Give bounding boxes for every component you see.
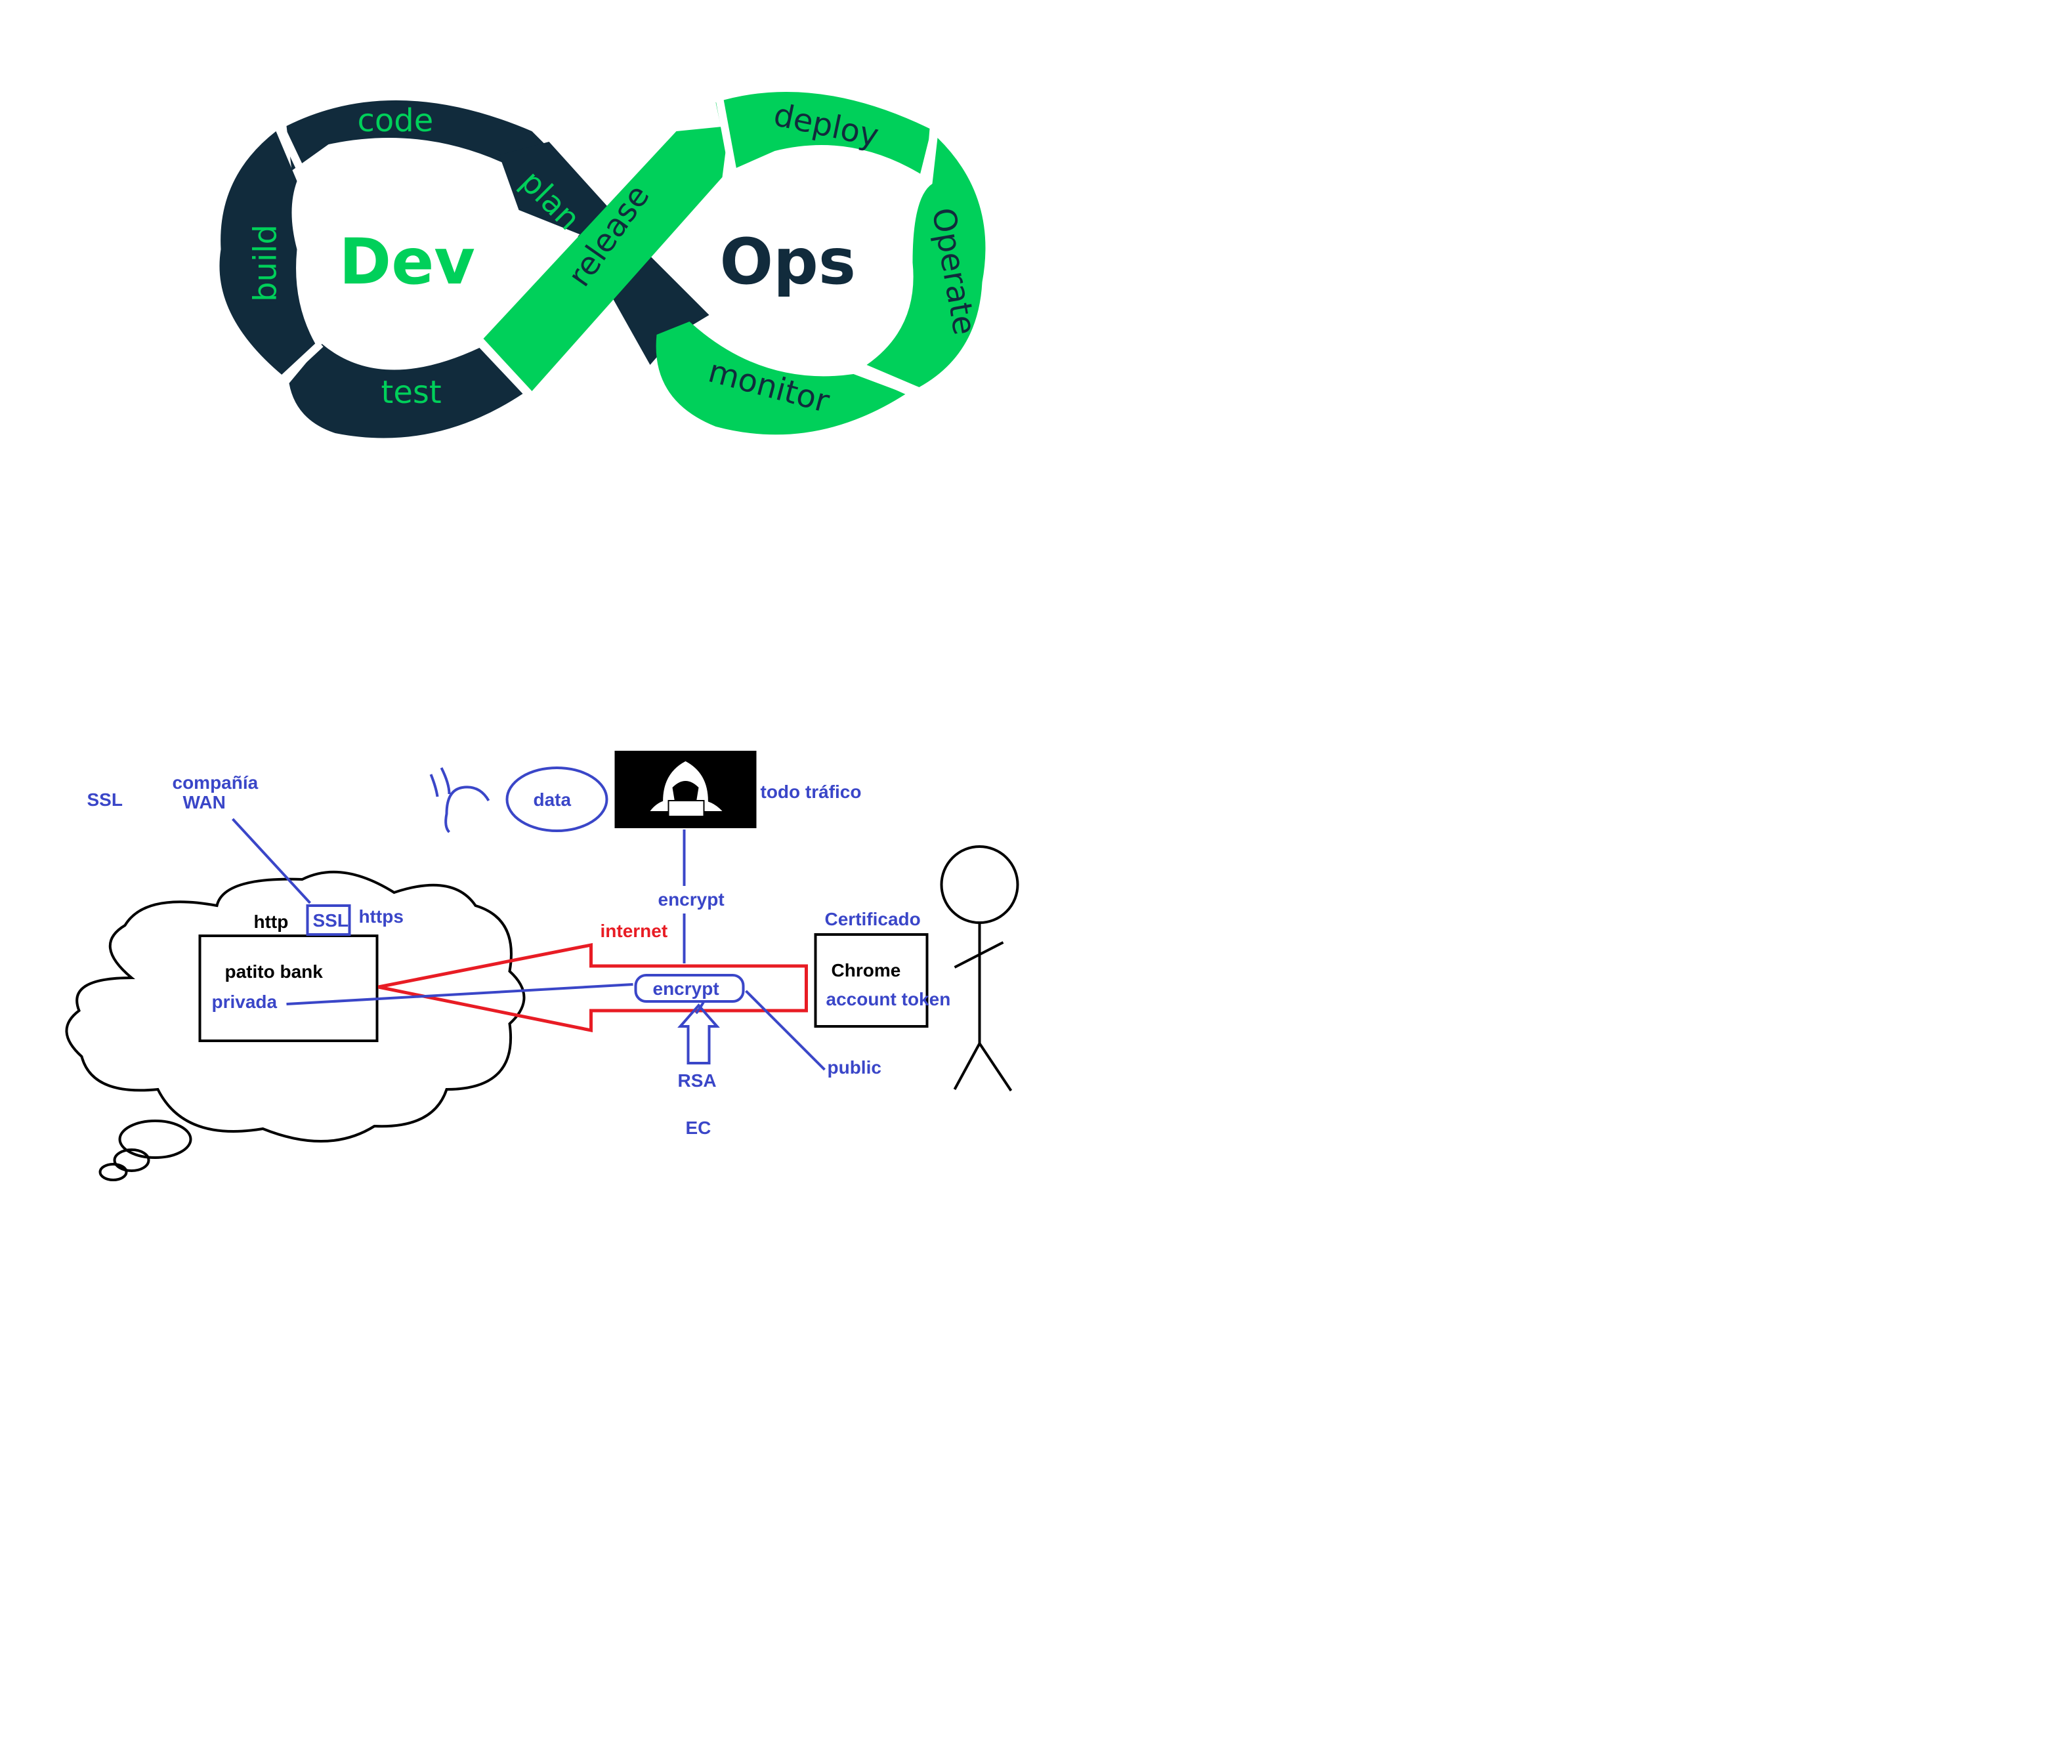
blue-lines <box>232 766 826 1071</box>
figure-arms <box>954 941 1004 969</box>
ops-word: Ops <box>720 225 856 299</box>
cloud-bubble <box>113 1148 150 1172</box>
test-segment <box>289 344 523 438</box>
hacker-laptop <box>667 800 705 817</box>
bank-box <box>198 934 379 1042</box>
encrypt-top-label: encrypt <box>658 889 725 910</box>
encrypt-pill-label: encrypt <box>653 978 719 999</box>
traffic-label: todo tráfico <box>761 782 862 802</box>
data-ellipse <box>505 766 608 832</box>
stick-figure-icon <box>940 845 1019 1092</box>
private-label: privada <box>212 992 278 1012</box>
rsa-label: RSA <box>678 1070 717 1091</box>
operate-segment <box>866 138 986 387</box>
release-arrow <box>483 126 729 391</box>
ec-label: EC <box>686 1118 711 1138</box>
data-label: data <box>534 789 572 810</box>
internet-arrow <box>378 942 808 1033</box>
gap-line <box>278 127 308 180</box>
scribble <box>429 767 490 833</box>
pill-tick <box>695 1001 706 1015</box>
bank-label: patito bank <box>225 961 324 982</box>
sketch-labels: SSL compañía WAN data todo tráfico http … <box>87 772 951 1138</box>
ssl-box <box>306 904 351 936</box>
wan-label: WAN <box>183 792 226 812</box>
segment-gaps <box>278 98 939 398</box>
https-label: https <box>359 906 404 927</box>
figure-leg-left <box>953 1043 981 1090</box>
company-label: compañía <box>173 772 259 793</box>
stage-test: test <box>381 374 442 411</box>
http-label: http <box>254 912 289 932</box>
hacker-face <box>672 781 699 803</box>
wan-line <box>232 818 311 904</box>
private-key-line <box>286 983 633 1005</box>
code-segment <box>286 100 545 171</box>
cloud-bubble <box>118 1120 192 1159</box>
build-segment <box>219 131 316 375</box>
chrome-box <box>814 933 929 1028</box>
plan-segment <box>499 142 611 236</box>
chrome-label: Chrome <box>832 960 901 980</box>
stage-build: build <box>247 224 284 302</box>
monitor-segment <box>656 322 906 435</box>
token-label: account token <box>826 989 951 1009</box>
cloud-outline <box>65 870 526 1143</box>
hacker-icon <box>614 751 757 828</box>
ssl-label: SSL <box>87 789 123 810</box>
public-label: public <box>828 1057 881 1078</box>
dev-word: Dev <box>339 225 475 299</box>
figure-head <box>940 845 1019 924</box>
ops-loop <box>483 91 986 435</box>
thought-cloud-icon <box>65 870 526 1181</box>
stage-code: code <box>358 102 434 139</box>
internet-label: internet <box>601 921 668 941</box>
deploy-segment <box>715 91 930 177</box>
gap-line <box>860 366 916 398</box>
certificate-label: Certificado <box>825 909 921 929</box>
cloud-bubble <box>98 1163 128 1181</box>
gap-line <box>281 341 324 381</box>
ssl-box-label: SSL <box>313 910 349 931</box>
ssl-sketch: SSL compañía WAN data todo tráfico http … <box>65 751 1019 1181</box>
rsa-arrow <box>677 1003 720 1064</box>
public-key-line <box>745 990 826 1071</box>
gap-line <box>918 130 939 185</box>
encrypt-pill <box>634 974 745 1003</box>
figure-leg-right <box>978 1042 1013 1092</box>
devops-logo: code plan build test release deploy Oper… <box>219 91 986 438</box>
gap-line <box>715 98 737 172</box>
